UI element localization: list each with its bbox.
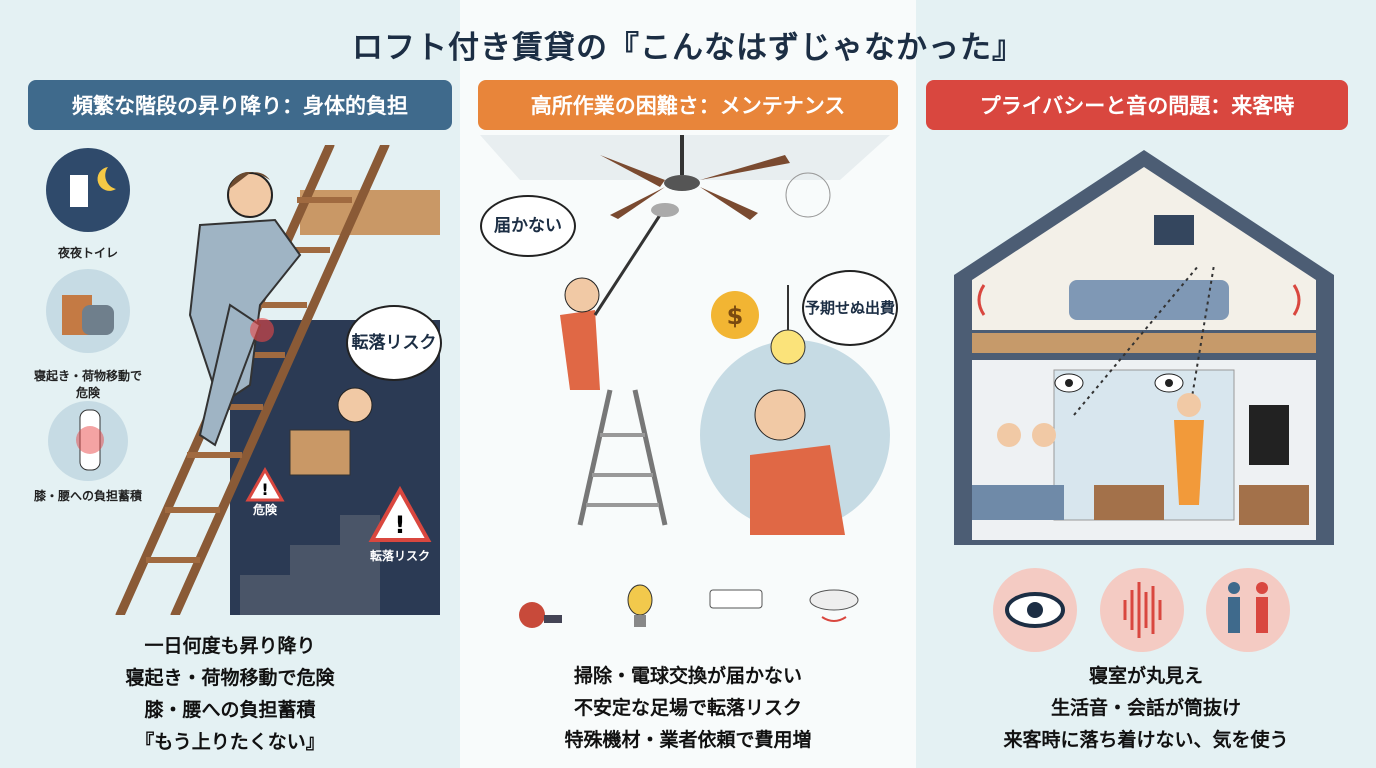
privacy-illustration <box>954 150 1334 545</box>
warning-label-danger: 危険 <box>252 503 277 517</box>
summary-privacy: 寝室が丸見え 生活音・会話が筒抜け 来客時に落ち着けない、気を使う <box>916 660 1376 756</box>
maintenance-illustration: $ <box>480 135 890 535</box>
speech-bubble-fall-risk: 転落リスク <box>346 305 442 381</box>
warning-label-fall-risk: 転落リスク <box>369 549 430 563</box>
summary-line: 『もう上りたくない』 <box>135 731 325 753</box>
svg-text:!: ! <box>395 511 406 539</box>
privacy-icon-glyphs <box>993 568 1290 652</box>
speech-bubble-out-of-reach: 届かない <box>480 195 576 257</box>
summary-line: 不安定な足場で転落リスク <box>573 697 802 719</box>
page-title: ロフト付き賃貸の『こんなはずじゃなかった』 <box>352 30 1024 66</box>
restroom-people-icon <box>1206 568 1290 652</box>
summary-maintenance: 掃除・電球交換が届かない 不安定な足場で転落リスク 特殊機材・業者依頼で費用増 <box>460 660 916 756</box>
sound-wave-icon <box>1100 568 1184 652</box>
summary-line: 寝起き・荷物移動で危険 <box>125 667 335 689</box>
icon-label-night-toilet: 夜夜トイレ <box>57 246 118 260</box>
svg-text:!: ! <box>261 480 268 499</box>
summary-line: 生活音・会話が筒抜け <box>1050 697 1241 719</box>
summary-line: 掃除・電球交換が届かない <box>573 665 802 687</box>
heading-privacy: プライバシーと音の問題：来客時 <box>926 80 1348 130</box>
summary-line: 特殊機材・業者依頼で費用増 <box>564 729 812 751</box>
summary-line: 一日何度も昇り降り <box>144 635 316 657</box>
summary-line: 来客時に落ち着けない、気を使う <box>1003 729 1289 751</box>
summary-line: 寝室が丸見え <box>1088 665 1203 687</box>
maintenance-icon-glyphs <box>519 584 859 628</box>
summary-line: 膝・腰への負担蓄積 <box>144 699 316 721</box>
svg-text:$: $ <box>727 302 744 330</box>
icon-label-bags: 寝起き・荷物移動で危険 <box>33 369 142 400</box>
summary-physical-burden: 一日何度も昇り降り 寝起き・荷物移動で危険 膝・腰への負担蓄積 『もう上りたくな… <box>0 630 460 758</box>
speech-bubble-unexpected-expense: 予期せぬ出費 <box>802 270 898 346</box>
icon-label-knee: 膝・腰への負担蓄積 <box>33 489 142 503</box>
heading-physical-burden: 頻繁な階段の昇り降り：身体的負担 <box>28 80 452 130</box>
heading-maintenance: 高所作業の困難さ：メンテナンス <box>478 80 898 130</box>
